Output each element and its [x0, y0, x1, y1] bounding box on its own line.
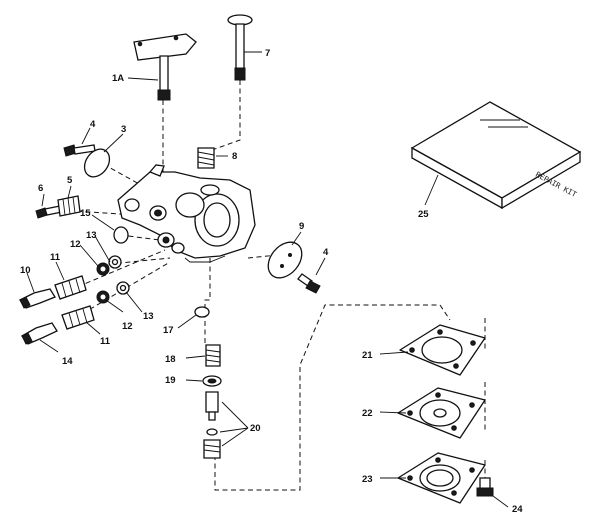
label-3: 3	[121, 124, 126, 135]
part-21-gasket	[399, 324, 486, 376]
label-1A: 1A	[112, 73, 124, 84]
part-number-labels: 1A 7 4 3 8 6 5 15 13 12 9 4 10 11 13 12 …	[20, 48, 523, 515]
label-11-upper: 11	[50, 252, 61, 263]
part-13-washer-upper	[108, 255, 122, 269]
label-11-lower: 11	[100, 336, 111, 347]
part-11-spring-lower	[61, 305, 95, 330]
part-1A-throttle-shaft	[133, 33, 197, 101]
label-9: 9	[299, 221, 304, 232]
part-8-spring	[197, 147, 215, 169]
carburetor-body	[117, 164, 256, 263]
part-22-diaphragm	[397, 387, 486, 439]
part-24-screw	[476, 477, 494, 497]
part-10-needle-upper	[19, 288, 56, 309]
label-4-right: 4	[323, 247, 329, 258]
part-20-inlet-needle	[203, 391, 249, 459]
label-13-lower: 13	[143, 311, 154, 322]
label-8: 8	[232, 151, 237, 162]
label-24: 24	[512, 504, 523, 515]
part-23-cover	[397, 452, 486, 504]
label-15: 15	[80, 208, 91, 219]
label-17: 17	[163, 325, 174, 336]
label-6: 6	[38, 183, 43, 194]
part-15-welch-plug	[113, 226, 129, 244]
label-13-upper: 13	[86, 230, 97, 241]
label-25: 25	[418, 209, 429, 220]
part-18-spring	[205, 344, 221, 367]
label-14: 14	[62, 356, 73, 367]
part-19-washer	[202, 375, 222, 387]
part-7-choke-shaft	[227, 14, 253, 81]
part-14-needle-lower	[21, 322, 58, 345]
label-18: 18	[165, 354, 176, 365]
leader-lines	[26, 51, 509, 508]
label-10: 10	[20, 265, 31, 276]
label-12-lower: 12	[122, 321, 133, 332]
part-17-plug	[194, 306, 210, 318]
label-23: 23	[362, 474, 373, 485]
label-20: 20	[250, 423, 261, 434]
label-4-top: 4	[90, 119, 96, 130]
label-19: 19	[165, 375, 176, 386]
part-4-screw-right	[297, 273, 321, 294]
part-25-repair-kit: REPAIR KIT	[410, 101, 582, 210]
label-22: 22	[362, 408, 373, 419]
label-7: 7	[265, 48, 270, 59]
part-12-oring-upper	[96, 262, 110, 276]
label-21: 21	[362, 350, 373, 361]
label-12-upper: 12	[70, 239, 81, 250]
part-11-spring-upper	[54, 275, 87, 300]
part-13-washer-lower	[116, 281, 130, 295]
part-5-spring	[57, 195, 81, 217]
part-9-plate	[267, 241, 303, 279]
label-5: 5	[67, 175, 73, 186]
part-6-screw	[35, 205, 63, 219]
